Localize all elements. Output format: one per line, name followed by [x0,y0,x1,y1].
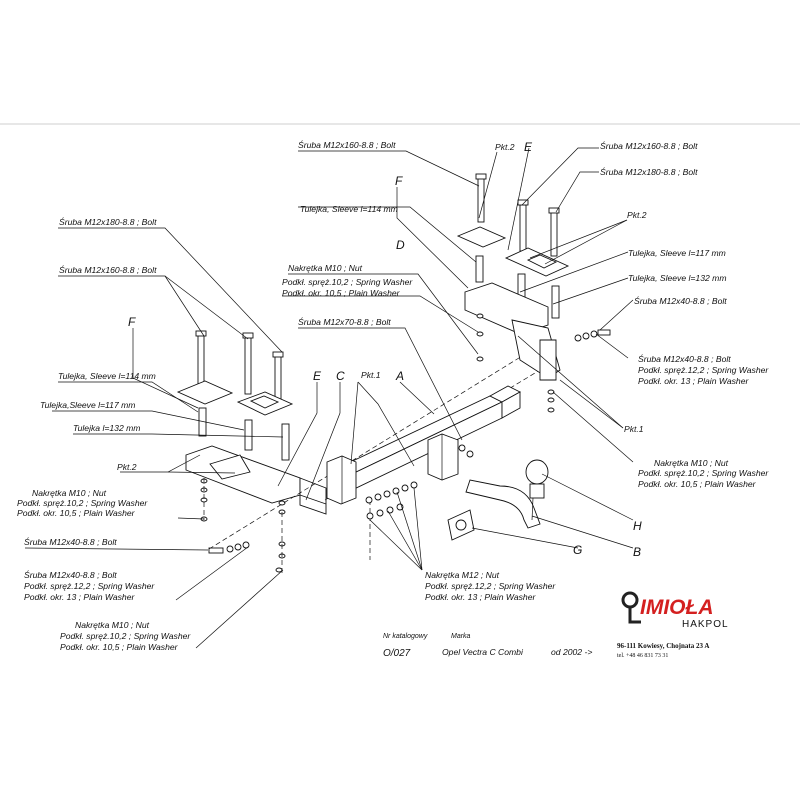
label-pkt1-right: Pkt.1 [624,424,644,434]
company-tel: tel. +48 46 831 73 31 [617,653,668,659]
socket-plate [447,509,475,541]
label-nut-m10-left-2: Podkł. spręż.10,2 ; Spring Washer [17,498,148,508]
label-nut-m12-3: Podkł. okr. 13 ; Plain Washer [425,592,536,602]
label-nut-m10-right-3: Podkł. okr. 10,5 ; Plain Washer [638,479,757,489]
label-nut-m12-2: Podkł. spręż.12,2 ; Spring Washer [425,581,556,591]
left-sleeves [198,407,290,461]
label-bolt-m12x40-left: Śruba M12x40-8.8 ; Bolt [24,536,117,547]
label-bolt-m12x70: Śruba M12x70-8.8 ; Bolt [298,316,391,327]
company-sub: HAKPOL [682,619,729,630]
letter-f-left: F [128,315,136,329]
label-bolt-180-left: Śruba M12x180-8.8 ; Bolt [59,216,157,227]
catalog-date: od 2002 -> [551,647,592,657]
label-pkt2-right: Pkt.2 [627,210,647,220]
label-sleeve-132-right: Tulejka, Sleeve l=132 mm [628,273,726,283]
label-sleeve-114-left: Tulejka, Sleeve l=114 mm [58,371,156,381]
left-bolts [195,330,284,403]
label-sleeve-132-left: Tulejka l=132 mm [73,423,140,433]
label-nut-m10-right-2: Podkł. spręż.10,2 ; Spring Washer [638,468,769,478]
catalog-nr-label: Nr katalogowy [383,633,428,640]
label-bolt-m12x40-left2-3: Podkł. okr. 13 ; Plain Washer [24,592,135,602]
letter-h: H [633,519,642,533]
label-nut-m10-left-1: Nakrętka M10 ; Nut [32,488,107,498]
label-bolt-m12x40-right2-3: Podkł. okr. 13 ; Plain Washer [638,376,749,386]
label-nut-m10-bottom-3: Podkł. okr. 10,5 ; Plain Washer [60,642,179,652]
label-nut-m12-1: Nakrętka M12 ; Nut [425,570,500,580]
catalog-model: Opel Vectra C Combi [442,647,524,657]
letter-e-left: E [313,369,322,383]
letter-g: G [573,543,582,557]
catalog-info: Nr katalogowy Marka O/027 Opel Vectra C … [383,633,592,659]
label-pkt1-center: Pkt.1 [361,370,381,380]
label-pkt2-left: Pkt.2 [117,462,137,472]
label-nut-m10-top-2: Podkł. spręż.10,2 ; Spring Washer [282,277,413,287]
label-bolt-m12x40-left2-1: Śruba M12x40-8.8 ; Bolt [24,569,117,580]
label-sleeve-117-left: Tulejka,Sleeve l=117 mm [40,400,135,410]
label-pkt2-top: Pkt.2 [495,142,515,152]
center-nuts [365,444,474,520]
label-bolt-m12x40-right: Śruba M12x40-8.8 ; Bolt [634,295,727,306]
label-bolt-160-right: Śruba M12x160-8.8 ; Bolt [600,140,698,151]
label-sleeve-117-right: Tulejka, Sleeve l=117 mm [628,248,726,258]
company-address: 96-111 Kowiesy, Chojnata 23 A [617,642,709,650]
label-nut-m10-left-3: Podkł. okr. 10,5 ; Plain Washer [17,508,136,518]
label-bolt-180-right: Śruba M12x180-8.8 ; Bolt [600,166,698,177]
labels: Śruba M12x180-8.8 ; Bolt Śruba M12x160-8… [17,139,769,652]
letter-e-top: E [524,140,533,154]
letter-c: C [336,369,345,383]
left-bracket [185,445,327,515]
right-washers [476,313,611,413]
hook-logo-icon [621,591,641,624]
label-nut-m10-top-1: Nakrętka M10 ; Nut [288,263,363,273]
label-sleeve-114-top: Tulejka, Sleeve l=114 mm [300,204,398,214]
label-nut-m10-top-3: Podkł. okr. 10,5 ; Plain Washer [282,288,401,298]
crossbar [326,385,521,505]
parts-drawing [176,173,611,575]
letter-a: A [395,369,404,383]
label-bolt-160-top: Śruba M12x160-8.8 ; Bolt [298,139,396,150]
leader-lines [24,147,634,649]
letter-d: D [396,238,405,252]
company-logo: IMIOŁA HAKPOL 96-111 Kowiesy, Chojnata 2… [617,591,729,659]
right-plates [456,226,570,277]
letter-b: B [633,545,641,559]
label-bolt-m12x40-right2-1: Śruba M12x40-8.8 ; Bolt [638,353,731,364]
label-nut-m10-bottom-2: Podkł. spręż.10,2 ; Spring Washer [60,631,191,641]
label-bolt-m12x40-right2-2: Podkł. spręż.12,2 ; Spring Washer [638,365,769,375]
label-nut-m10-bottom-1: Nakrętka M10 ; Nut [75,620,150,630]
left-plates [176,380,294,416]
catalog-code: O/027 [383,648,411,659]
label-nut-m10-right-1: Nakrętka M10 ; Nut [654,458,729,468]
letter-f-top: F [395,174,403,188]
right-bracket [464,282,561,381]
tow-hook [465,459,549,529]
catalog-marka-label: Marka [451,633,471,640]
company-name: IMIOŁA [640,596,714,619]
label-bolt-160-left: Śruba M12x160-8.8 ; Bolt [59,264,157,275]
label-bolt-m12x40-left2-2: Podkł. spręż.12,2 ; Spring Washer [24,581,155,591]
